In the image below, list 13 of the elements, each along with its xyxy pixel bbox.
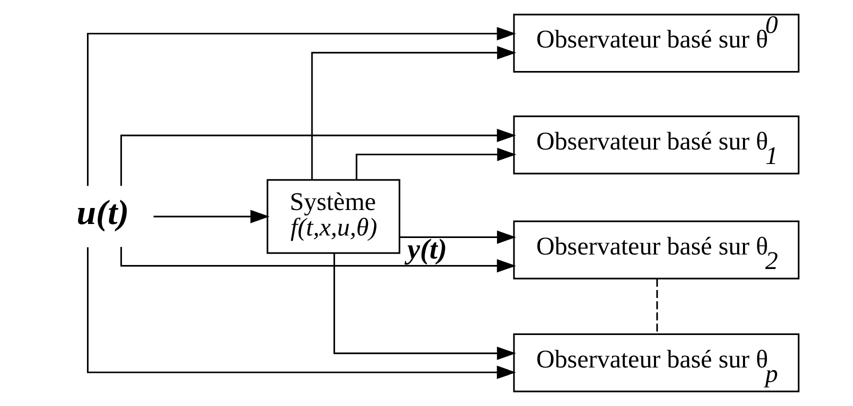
edge-label: y(t) bbox=[407, 234, 448, 266]
node-box: Système f(t,x,u,θ) bbox=[266, 179, 400, 254]
arrow bbox=[86, 26, 516, 186]
arrow bbox=[400, 230, 516, 244]
arrow bbox=[356, 148, 516, 180]
arrow bbox=[333, 253, 516, 360]
arrow bbox=[120, 246, 516, 272]
connector bbox=[656, 278, 658, 334]
node-text: u(t) bbox=[76, 192, 130, 232]
arrow bbox=[311, 46, 516, 180]
arrow bbox=[86, 247, 516, 380]
arrow bbox=[154, 210, 270, 224]
arrow bbox=[120, 128, 516, 186]
